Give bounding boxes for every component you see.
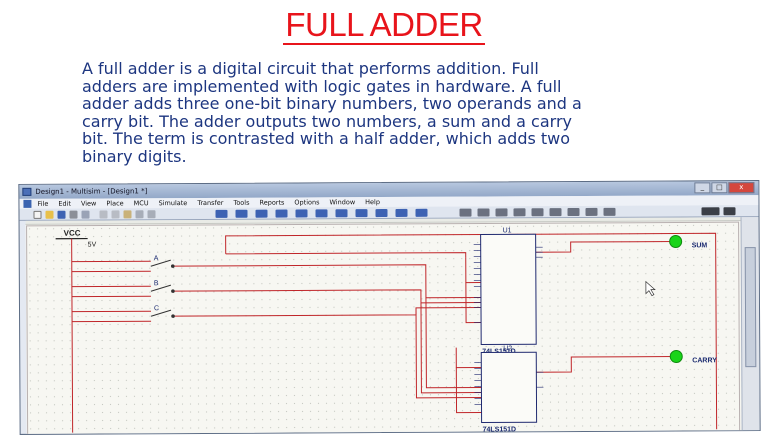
menu-view[interactable]: View xyxy=(81,199,96,209)
chip-u1-ref: U1 xyxy=(503,227,512,234)
menu-edit[interactable]: Edit xyxy=(58,199,71,209)
body-line: bit. The term is contrasted with a half … xyxy=(82,130,702,148)
component-toolbar-icon[interactable] xyxy=(275,210,287,218)
instrument-icon[interactable] xyxy=(477,208,489,216)
slide-body: A full adder is a digital circuit that p… xyxy=(82,60,702,166)
instrument-icon[interactable] xyxy=(513,208,525,216)
mouse-cursor-icon xyxy=(646,282,655,296)
carry-probe xyxy=(670,350,682,362)
app-icon xyxy=(22,188,31,196)
chip-u2-part: 74LS151D xyxy=(483,426,517,433)
component-toolbar-icon[interactable] xyxy=(335,209,347,217)
menu-mcu[interactable]: MCU xyxy=(134,198,149,208)
minimize-button[interactable]: _ xyxy=(694,182,710,193)
instrument-icon[interactable] xyxy=(585,208,597,216)
vcc-label: VCC xyxy=(64,229,81,238)
run-switch-icon[interactable] xyxy=(701,207,719,215)
instrument-icon[interactable] xyxy=(459,209,471,217)
component-toolbar-icon[interactable] xyxy=(215,210,227,218)
component-toolbar-icon[interactable] xyxy=(235,210,247,218)
switch-b-label: B xyxy=(154,280,159,287)
menu-transfer[interactable]: Transfer xyxy=(197,198,223,208)
menu-simulate[interactable]: Simulate xyxy=(159,198,188,208)
vcc-value: 5V xyxy=(88,242,97,249)
undo-icon[interactable] xyxy=(135,210,143,218)
body-line: carry bit. The adder outputs two numbers… xyxy=(82,113,702,131)
instrument-icon[interactable] xyxy=(531,208,543,216)
document-icon xyxy=(23,200,31,208)
sheet-border xyxy=(27,222,740,435)
instrument-icon[interactable] xyxy=(495,208,507,216)
menu-place[interactable]: Place xyxy=(106,198,123,208)
slide-title: FULL ADDER xyxy=(0,6,768,45)
cut-icon[interactable] xyxy=(99,210,107,218)
print-preview-icon[interactable] xyxy=(81,211,89,219)
body-line: A full adder is a digital circuit that p… xyxy=(82,60,702,78)
chip-u2 xyxy=(481,352,536,422)
multisim-window: Design1 - Multisim - [Design1 *] _ □ x F… xyxy=(18,180,760,435)
menu-reports[interactable]: Reports xyxy=(259,198,284,208)
chip-u2-ref: U2 xyxy=(503,345,512,352)
menu-options[interactable]: Options xyxy=(294,197,319,207)
body-line: adders are implemented with logic gates … xyxy=(82,78,702,96)
instrument-icon[interactable] xyxy=(567,208,579,216)
schematic-canvas[interactable]: VCC 5V xyxy=(26,221,743,435)
component-toolbar-icon[interactable] xyxy=(395,209,407,217)
schematic-drawing: VCC 5V xyxy=(26,221,743,435)
pause-icon[interactable] xyxy=(723,207,735,215)
sum-label: SUM xyxy=(692,242,708,249)
new-icon[interactable] xyxy=(33,211,41,219)
switch-c-label: C xyxy=(154,305,159,312)
instrument-icon[interactable] xyxy=(603,208,615,216)
menu-file[interactable]: File xyxy=(37,199,48,209)
scrollbar-thumb[interactable] xyxy=(745,247,757,367)
chip-u1 xyxy=(481,234,537,344)
paste-icon[interactable] xyxy=(123,210,131,218)
component-toolbar-icon[interactable] xyxy=(355,209,367,217)
open-icon[interactable] xyxy=(45,211,53,219)
maximize-button[interactable]: □ xyxy=(711,182,727,193)
slide-title-text: FULL ADDER xyxy=(283,7,484,45)
component-toolbar-icon[interactable] xyxy=(255,210,267,218)
redo-icon[interactable] xyxy=(147,210,155,218)
component-toolbar-icon[interactable] xyxy=(315,209,327,217)
component-toolbar-icon[interactable] xyxy=(295,209,307,217)
print-icon[interactable] xyxy=(69,211,77,219)
menu-window[interactable]: Window xyxy=(329,197,355,207)
carry-label: CARRY xyxy=(692,357,717,364)
window-title: Design1 - Multisim - [Design1 *] xyxy=(35,187,147,196)
close-button[interactable]: x xyxy=(728,182,754,193)
body-line: binary digits. xyxy=(82,148,702,166)
body-line: adder adds three one-bit binary numbers,… xyxy=(82,95,702,113)
copy-icon[interactable] xyxy=(111,210,119,218)
menu-tools[interactable]: Tools xyxy=(233,198,249,208)
save-icon[interactable] xyxy=(57,211,65,219)
sum-probe xyxy=(670,235,682,247)
window-controls: _ □ x xyxy=(694,182,754,194)
instrument-icon[interactable] xyxy=(549,208,561,216)
vertical-scrollbar[interactable] xyxy=(741,217,760,432)
menu-help[interactable]: Help xyxy=(365,197,380,207)
switch-wires xyxy=(72,233,717,432)
switch-a-label: A xyxy=(154,255,159,262)
component-toolbar-icon[interactable] xyxy=(415,209,427,217)
component-toolbar-icon[interactable] xyxy=(375,209,387,217)
supply-wire xyxy=(72,239,73,433)
